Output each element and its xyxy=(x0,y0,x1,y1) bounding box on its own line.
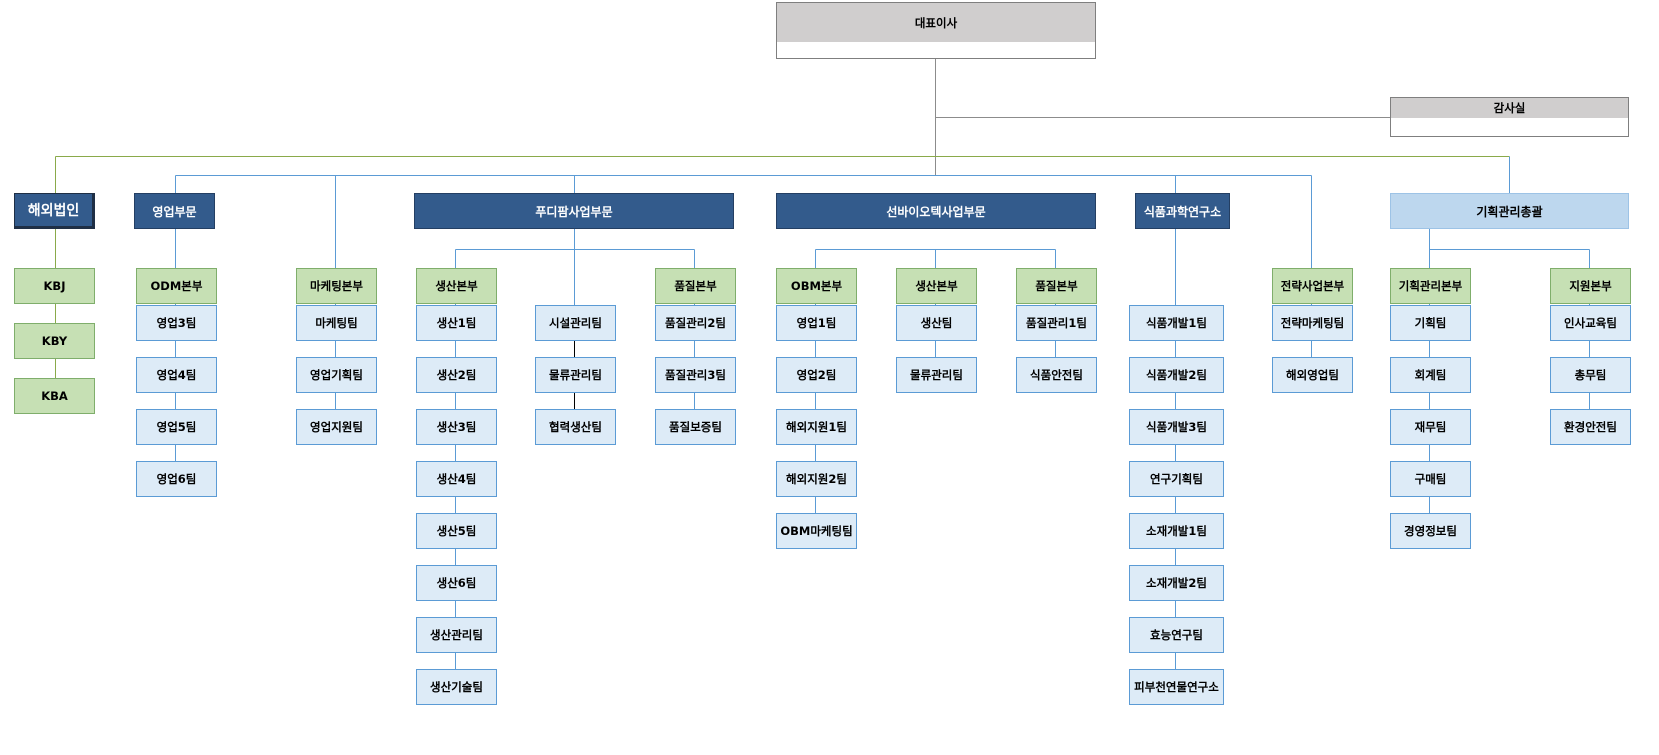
team-box: 품질관리3팀 xyxy=(655,357,736,393)
team-box: 생산팀 xyxy=(896,305,977,341)
team-box: 물류관리팀 xyxy=(535,357,616,393)
team-box: 생산기술팀 xyxy=(416,669,497,705)
team-box: 생산4팀 xyxy=(416,461,497,497)
sunbio-production-hq-box: 생산본부 xyxy=(896,268,977,304)
team-box: 해외지원2팀 xyxy=(776,461,857,497)
team-box: 식품개발3팀 xyxy=(1129,409,1224,445)
team-box: 효능연구팀 xyxy=(1129,617,1224,653)
team-box: 소재개발1팀 xyxy=(1129,513,1224,549)
team-box: 재무팀 xyxy=(1390,409,1471,445)
team-box: 생산관리팀 xyxy=(416,617,497,653)
team-box: 환경안전팀 xyxy=(1550,409,1631,445)
team-box: 생산6팀 xyxy=(416,565,497,601)
team-box: 소재개발2팀 xyxy=(1129,565,1224,601)
planning-office-box: 기획관리총괄 xyxy=(1390,193,1629,229)
strategy-hq-box: 전략사업본부 xyxy=(1272,268,1353,304)
research-institute-box: 식품과학연구소 xyxy=(1135,193,1230,229)
team-box: 전략마케팅팀 xyxy=(1272,305,1353,341)
team-box: 영업1팀 xyxy=(776,305,857,341)
team-box: 해외영업팀 xyxy=(1272,357,1353,393)
team-box: OBM마케팅팀 xyxy=(776,513,857,549)
overseas-entity-box: KBA xyxy=(14,378,95,414)
foodyam-production-hq-box: 생산본부 xyxy=(416,268,497,304)
team-box: 생산2팀 xyxy=(416,357,497,393)
team-box: 해외지원1팀 xyxy=(776,409,857,445)
team-box: 영업기획팀 xyxy=(296,357,377,393)
support-hq-box: 지원본부 xyxy=(1550,268,1631,304)
team-box: 영업5팀 xyxy=(136,409,217,445)
team-box: 기획팀 xyxy=(1390,305,1471,341)
team-box: 영업2팀 xyxy=(776,357,857,393)
team-box: 생산1팀 xyxy=(416,305,497,341)
sunbio-quality-hq-box: 품질본부 xyxy=(1016,268,1097,304)
overseas-division-box: 해외법인 xyxy=(14,193,95,229)
planning-hq-box: 기획관리본부 xyxy=(1390,268,1471,304)
overseas-entity-box: KBJ xyxy=(14,268,95,304)
team-box: 인사교육팀 xyxy=(1550,305,1631,341)
team-box: 경영정보팀 xyxy=(1390,513,1471,549)
sales-division-box: 영업부문 xyxy=(134,193,215,229)
audit-box-label: 감사실 xyxy=(1391,98,1628,118)
foodyam-quality-hq-box: 품질본부 xyxy=(655,268,736,304)
team-box: 영업지원팀 xyxy=(296,409,377,445)
ceo-box-label: 대표이사 xyxy=(777,3,1095,42)
odm-hq-box: ODM본부 xyxy=(136,268,217,304)
team-box: 영업3팀 xyxy=(136,305,217,341)
team-box: 피부천연물연구소 xyxy=(1129,669,1224,705)
team-box: 협력생산팀 xyxy=(535,409,616,445)
team-box: 총무팀 xyxy=(1550,357,1631,393)
obm-hq-box: OBM본부 xyxy=(776,268,857,304)
team-box: 마케팅팀 xyxy=(296,305,377,341)
team-box: 영업4팀 xyxy=(136,357,217,393)
overseas-entity-box: KBY xyxy=(14,323,95,359)
team-box: 식품개발2팀 xyxy=(1129,357,1224,393)
team-box: 생산5팀 xyxy=(416,513,497,549)
sunbio-division-box: 선바이오텍사업부문 xyxy=(776,193,1096,229)
team-box: 구매팀 xyxy=(1390,461,1471,497)
audit-box: 감사실 xyxy=(1390,97,1629,137)
team-box: 식품안전팀 xyxy=(1016,357,1097,393)
team-box: 연구기획팀 xyxy=(1129,461,1224,497)
team-box: 시설관리팀 xyxy=(535,305,616,341)
team-box: 품질관리2팀 xyxy=(655,305,736,341)
team-box: 회계팀 xyxy=(1390,357,1471,393)
team-box: 품질보증팀 xyxy=(655,409,736,445)
team-box: 식품개발1팀 xyxy=(1129,305,1224,341)
team-box: 생산3팀 xyxy=(416,409,497,445)
marketing-hq-box: 마케팅본부 xyxy=(296,268,377,304)
ceo-box: 대표이사 xyxy=(776,2,1096,59)
team-box: 물류관리팀 xyxy=(896,357,977,393)
team-box: 품질관리1팀 xyxy=(1016,305,1097,341)
team-box: 영업6팀 xyxy=(136,461,217,497)
foodyam-division-box: 푸디팜사업부문 xyxy=(414,193,734,229)
